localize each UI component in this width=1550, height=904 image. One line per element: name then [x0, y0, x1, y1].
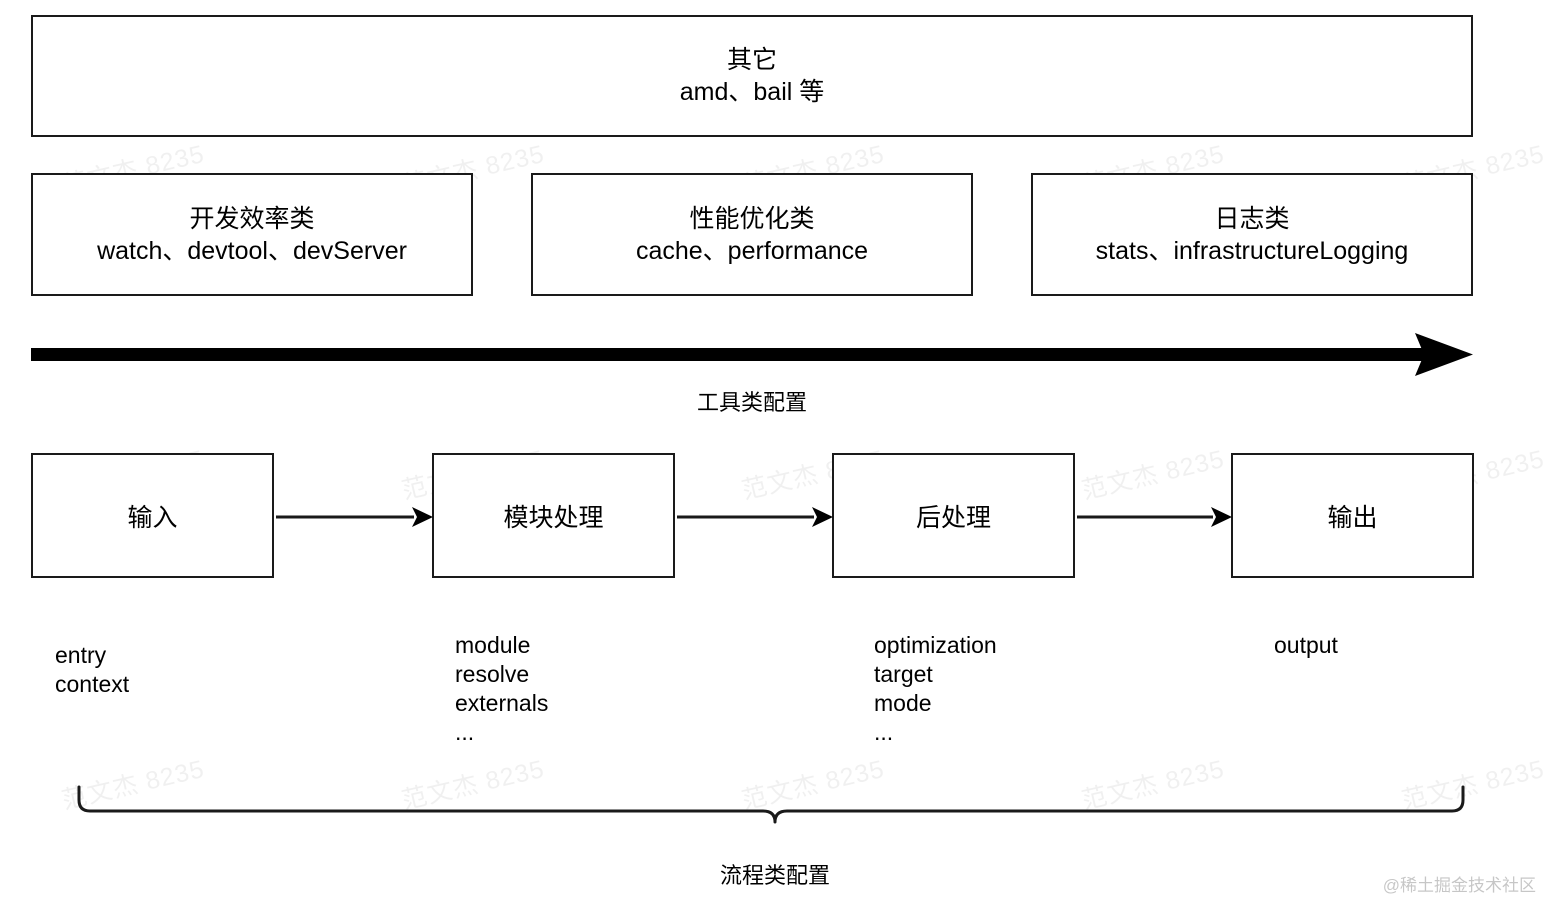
- flow-connector-2-icon: [677, 507, 833, 527]
- flow-box-label: 输出: [1327, 503, 1378, 532]
- watermark-text: 范文杰 8235: [1079, 444, 1228, 505]
- flow-box-label: 后处理: [915, 503, 991, 532]
- category-box-logging[interactable]: 日志类 stats、infrastructureLogging: [1031, 173, 1473, 296]
- flow-box-label: 输入: [127, 503, 178, 532]
- category-heading: 性能优化类: [689, 204, 815, 233]
- watermark-text: 范文杰 8235: [1399, 754, 1548, 815]
- caption-line: entry: [55, 642, 107, 668]
- caption-post-processing: optimization target mode ...: [874, 631, 997, 747]
- category-heading: 日志类: [1214, 204, 1290, 233]
- caption-line: resolve: [455, 661, 530, 687]
- tool-arrow-icon: [31, 333, 1473, 376]
- caption-line: module: [455, 632, 531, 658]
- caption-line: output: [1274, 632, 1338, 658]
- flow-connector-1-icon: [276, 507, 433, 527]
- watermark-text: 范文杰 8235: [59, 754, 208, 815]
- watermark-text: 范文杰 8235: [739, 754, 888, 815]
- caption-line: optimization: [874, 632, 997, 658]
- caption-line: mode: [874, 690, 932, 716]
- category-box-dev-efficiency[interactable]: 开发效率类 watch、devtool、devServer: [31, 173, 473, 296]
- corner-watermark: @稀土掘金技术社区: [1382, 876, 1536, 895]
- caption-line: ...: [874, 719, 894, 745]
- category-items: stats、infrastructureLogging: [1095, 236, 1409, 265]
- caption-line: externals: [455, 690, 549, 716]
- flow-box-input[interactable]: 输入: [31, 453, 274, 578]
- flow-box-module-processing[interactable]: 模块处理: [432, 453, 675, 578]
- flow-group-label: 流程类配置: [719, 863, 830, 888]
- category-heading: 开发效率类: [189, 204, 315, 233]
- caption-line: target: [874, 661, 933, 687]
- other-config-box[interactable]: 其它 amd、bail 等: [31, 15, 1473, 137]
- watermark-text: 范文杰 8235: [1079, 754, 1228, 815]
- caption-line: context: [55, 671, 130, 697]
- other-config-items: amd、bail 等: [679, 78, 825, 106]
- category-box-performance[interactable]: 性能优化类 cache、performance: [531, 173, 973, 296]
- flow-connector-3-icon: [1077, 507, 1232, 527]
- flow-group-brace-icon: [77, 785, 1465, 824]
- flow-box-output[interactable]: 输出: [1231, 453, 1474, 578]
- caption-line: ...: [455, 719, 475, 745]
- category-items: cache、performance: [635, 236, 869, 265]
- caption-input: entry context: [55, 641, 129, 699]
- caption-module-processing: module resolve externals ...: [455, 631, 548, 747]
- category-items: watch、devtool、devServer: [97, 236, 407, 265]
- watermark-text: 范文杰 8235: [399, 754, 548, 815]
- flow-box-post-processing[interactable]: 后处理: [832, 453, 1075, 578]
- flow-box-label: 模块处理: [503, 503, 604, 532]
- tool-arrow-label: 工具类配置: [696, 390, 807, 415]
- other-config-heading: 其它: [726, 46, 777, 74]
- caption-output: output: [1274, 631, 1338, 660]
